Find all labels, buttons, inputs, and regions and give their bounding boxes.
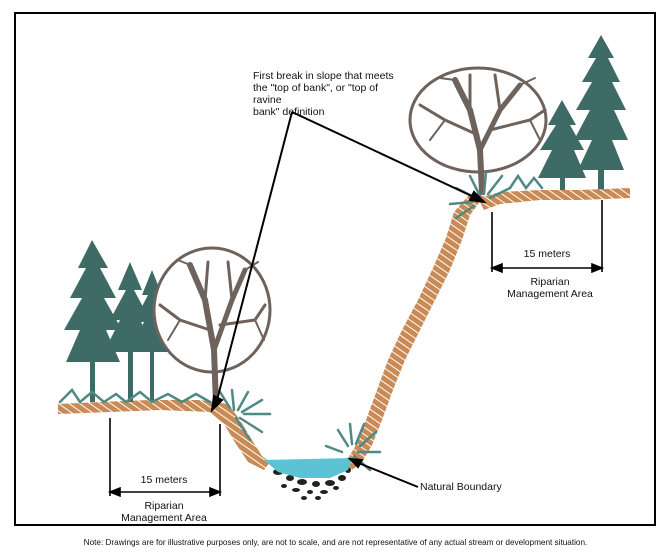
right-dimension (492, 200, 602, 272)
stream-water (264, 458, 352, 478)
natural-boundary-label: Natural Boundary (420, 481, 502, 493)
right-slope (346, 194, 484, 470)
boundary-pointer (350, 459, 418, 487)
left-distance-label: 15 meters (128, 474, 200, 486)
left-area-line-1: Riparian (114, 500, 214, 512)
left-area-label: Riparian Management Area (114, 500, 214, 524)
left-area-line-2: Management Area (114, 512, 214, 524)
right-distance-label: 15 meters (512, 248, 582, 260)
callout-line-1: First break in slope that meets (253, 70, 403, 82)
deciduous-tree-left (154, 248, 270, 404)
right-area-line-1: Riparian (500, 276, 600, 288)
deciduous-tree-right (410, 68, 546, 192)
top-of-bank-callout: First break in slope that meets the "top… (253, 70, 403, 118)
right-area-line-2: Management Area (500, 288, 600, 300)
disclaimer-note: Note: Drawings are for illustrative purp… (0, 538, 671, 547)
conifer-right-far (574, 35, 628, 190)
right-area-label: Riparian Management Area (500, 276, 600, 300)
callout-line-3: bank" definition (253, 106, 403, 118)
callout-line-2: the "top of bank", or "top of ravine (253, 82, 403, 106)
